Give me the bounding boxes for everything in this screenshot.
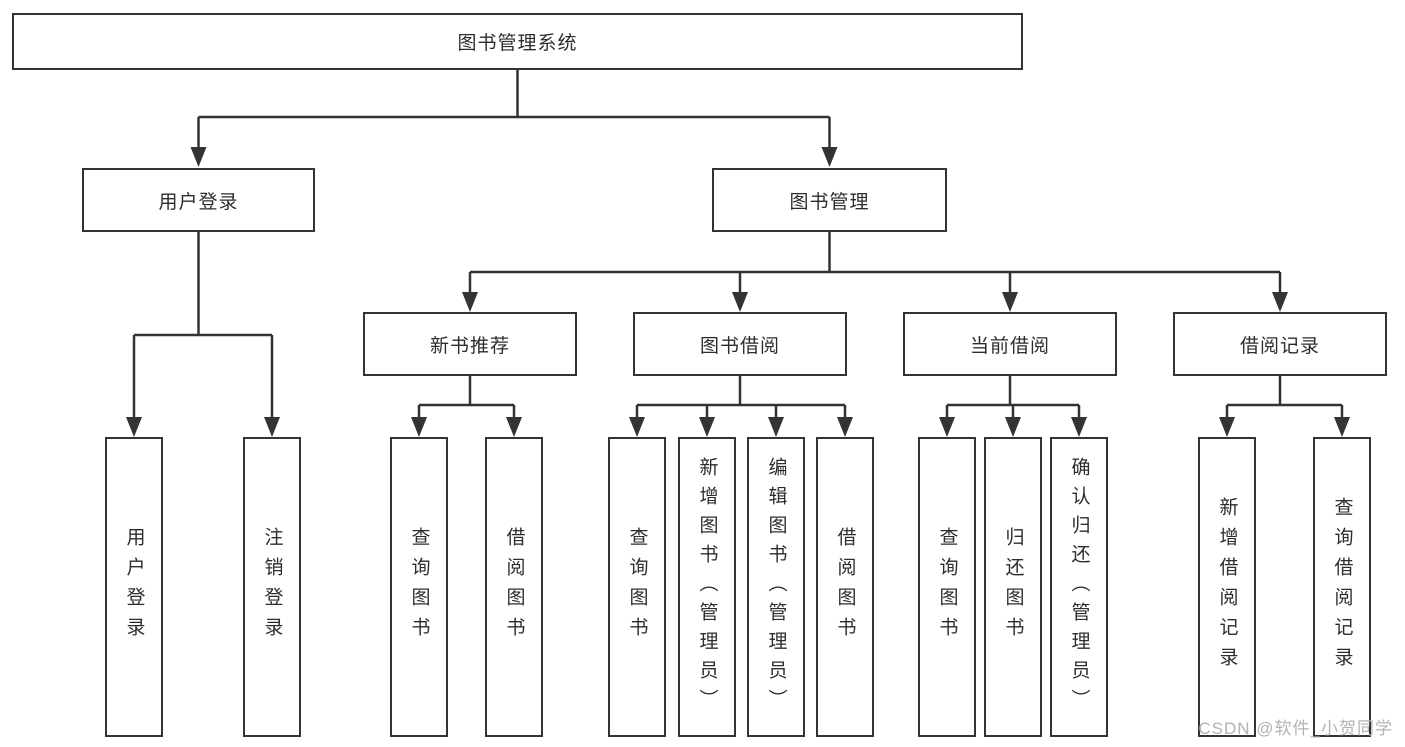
- leaf-bb-add-books-admin: 新增图书（管理员）: [678, 437, 736, 737]
- leaf-nbr-borrow-books-label: 借阅图书: [503, 527, 525, 647]
- leaf-logout-login: 注销登录: [243, 437, 301, 737]
- node-current-borrow: 当前借阅: [903, 312, 1117, 376]
- node-borrow-records-label: 借阅记录: [1239, 335, 1320, 357]
- leaf-bb-edit-books-admin: 编辑图书（管理员）: [747, 437, 805, 737]
- node-book-borrow: 图书借阅: [633, 312, 847, 376]
- leaf-nbr-query-books: 查询图书: [390, 437, 448, 737]
- node-user-login-label: 用户登录: [158, 191, 239, 213]
- node-book-management-label: 图书管理: [789, 191, 870, 213]
- leaf-bb-borrow-books-label: 借阅图书: [834, 527, 856, 647]
- node-root-label: 图书管理系统: [457, 33, 578, 54]
- node-new-book-recommend: 新书推荐: [363, 312, 577, 376]
- leaf-nbr-borrow-books: 借阅图书: [485, 437, 543, 737]
- node-current-borrow-label: 当前借阅: [969, 335, 1050, 357]
- node-book-borrow-label: 图书借阅: [699, 335, 780, 357]
- leaf-br-query-borrow-record: 查询借阅记录: [1313, 437, 1371, 737]
- leaf-cb-query-books-label: 查询图书: [936, 527, 958, 647]
- node-borrow-records: 借阅记录: [1173, 312, 1387, 376]
- leaf-logout-login-label: 注销登录: [261, 527, 283, 647]
- leaf-cb-query-books: 查询图书: [918, 437, 976, 737]
- node-user-login: 用户登录: [82, 168, 315, 232]
- node-book-management: 图书管理: [712, 168, 947, 232]
- leaf-bb-edit-books-admin-label: 编辑图书（管理员）: [765, 456, 787, 718]
- leaf-bb-borrow-books: 借阅图书: [816, 437, 874, 737]
- node-new-book-recommend-label: 新书推荐: [429, 335, 510, 357]
- tree-edges: [132, 70, 1344, 418]
- leaf-cb-confirm-return-admin-label: 确认归还（管理员）: [1068, 456, 1090, 718]
- leaf-user-login: 用户登录: [105, 437, 163, 737]
- leaf-br-add-borrow-record: 新增借阅记录: [1198, 437, 1256, 737]
- csdn-watermark: CSDN @软件_小贺同学: [1198, 719, 1393, 738]
- node-root-system: 图书管理系统: [12, 13, 1023, 70]
- arrowheads: [126, 147, 1350, 437]
- leaf-bb-add-books-admin-label: 新增图书（管理员）: [696, 456, 718, 718]
- leaf-cb-confirm-return-admin: 确认归还（管理员）: [1050, 437, 1108, 737]
- leaf-bb-query-books-label: 查询图书: [626, 527, 648, 647]
- leaf-cb-return-books: 归还图书: [984, 437, 1042, 737]
- leaf-bb-query-books: 查询图书: [608, 437, 666, 737]
- leaf-cb-return-books-label: 归还图书: [1002, 527, 1024, 647]
- leaf-br-add-borrow-record-label: 新增借阅记录: [1216, 497, 1238, 677]
- leaf-nbr-query-books-label: 查询图书: [408, 527, 430, 647]
- leaf-br-query-borrow-record-label: 查询借阅记录: [1331, 497, 1353, 677]
- leaf-user-login-label: 用户登录: [123, 527, 145, 647]
